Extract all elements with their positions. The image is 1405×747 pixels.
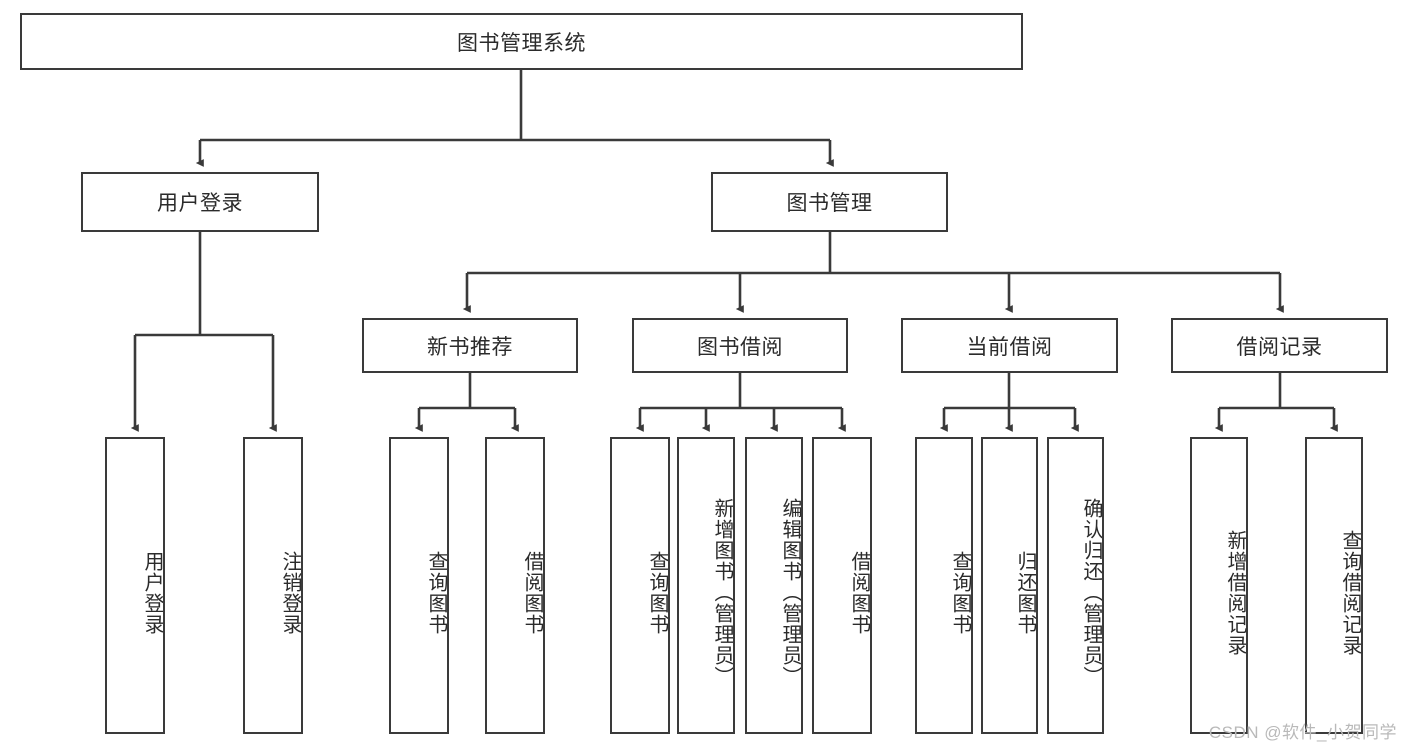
node-user-login-label: 用户登录	[157, 192, 243, 215]
leaf-add-book-admin[interactable]: 新增图书（管理员）	[677, 437, 735, 734]
leaf-query-book-borrow[interactable]: 查询图书	[610, 437, 670, 734]
leaf-confirm-return-admin[interactable]: 确认归还（管理员）	[1047, 437, 1104, 734]
leaf-add-borrow-record[interactable]: 新增借阅记录	[1190, 437, 1248, 734]
leaf-query-book-current-label: 查询图书	[949, 550, 971, 635]
leaf-confirm-return-admin-label: 确认归还（管理员）	[1080, 498, 1102, 687]
node-new-book-recommend[interactable]: 新书推荐	[362, 318, 578, 373]
node-current-borrow-label: 当前借阅	[966, 335, 1053, 359]
leaf-query-book-recommend[interactable]: 查询图书	[389, 437, 449, 734]
leaf-return-book-label: 归还图书	[1014, 550, 1036, 635]
leaf-edit-book-admin[interactable]: 编辑图书（管理员）	[745, 437, 803, 734]
leaf-borrow-book-label: 借阅图书	[848, 550, 870, 635]
leaf-borrow-book[interactable]: 借阅图书	[812, 437, 872, 734]
node-book-borrow[interactable]: 图书借阅	[632, 318, 848, 373]
leaf-user-logout[interactable]: 注销登录	[243, 437, 303, 734]
leaf-query-borrow-record[interactable]: 查询借阅记录	[1305, 437, 1363, 734]
leaf-edit-book-admin-label: 编辑图书（管理员）	[779, 498, 801, 687]
leaf-user-login-label: 用户登录	[141, 550, 163, 635]
leaf-borrow-book-recommend-label: 借阅图书	[521, 550, 543, 635]
leaf-add-borrow-record-label: 新增借阅记录	[1224, 529, 1246, 656]
leaf-user-login[interactable]: 用户登录	[105, 437, 165, 734]
node-current-borrow[interactable]: 当前借阅	[901, 318, 1118, 373]
leaf-add-book-admin-label: 新增图书（管理员）	[711, 498, 733, 687]
node-root-label: 图书管理系统	[457, 31, 586, 55]
node-book-management-label: 图书管理	[786, 192, 873, 215]
node-user-login[interactable]: 用户登录	[81, 172, 319, 232]
node-borrow-record[interactable]: 借阅记录	[1171, 318, 1388, 373]
leaf-return-book[interactable]: 归还图书	[981, 437, 1038, 734]
node-root[interactable]: 图书管理系统	[20, 13, 1023, 70]
node-new-book-recommend-label: 新书推荐	[427, 335, 513, 359]
node-book-borrow-label: 图书借阅	[697, 335, 783, 359]
leaf-query-book-borrow-label: 查询图书	[646, 550, 668, 635]
leaf-user-logout-label: 注销登录	[279, 550, 301, 635]
leaf-query-borrow-record-label: 查询借阅记录	[1339, 529, 1361, 656]
node-borrow-record-label: 借阅记录	[1236, 335, 1323, 359]
watermark-text: CSDN @软件_小贺同学	[1208, 723, 1397, 742]
leaf-borrow-book-recommend[interactable]: 借阅图书	[485, 437, 545, 734]
leaf-query-book-current[interactable]: 查询图书	[915, 437, 973, 734]
node-book-management[interactable]: 图书管理	[711, 172, 948, 232]
leaf-query-book-recommend-label: 查询图书	[425, 550, 447, 635]
